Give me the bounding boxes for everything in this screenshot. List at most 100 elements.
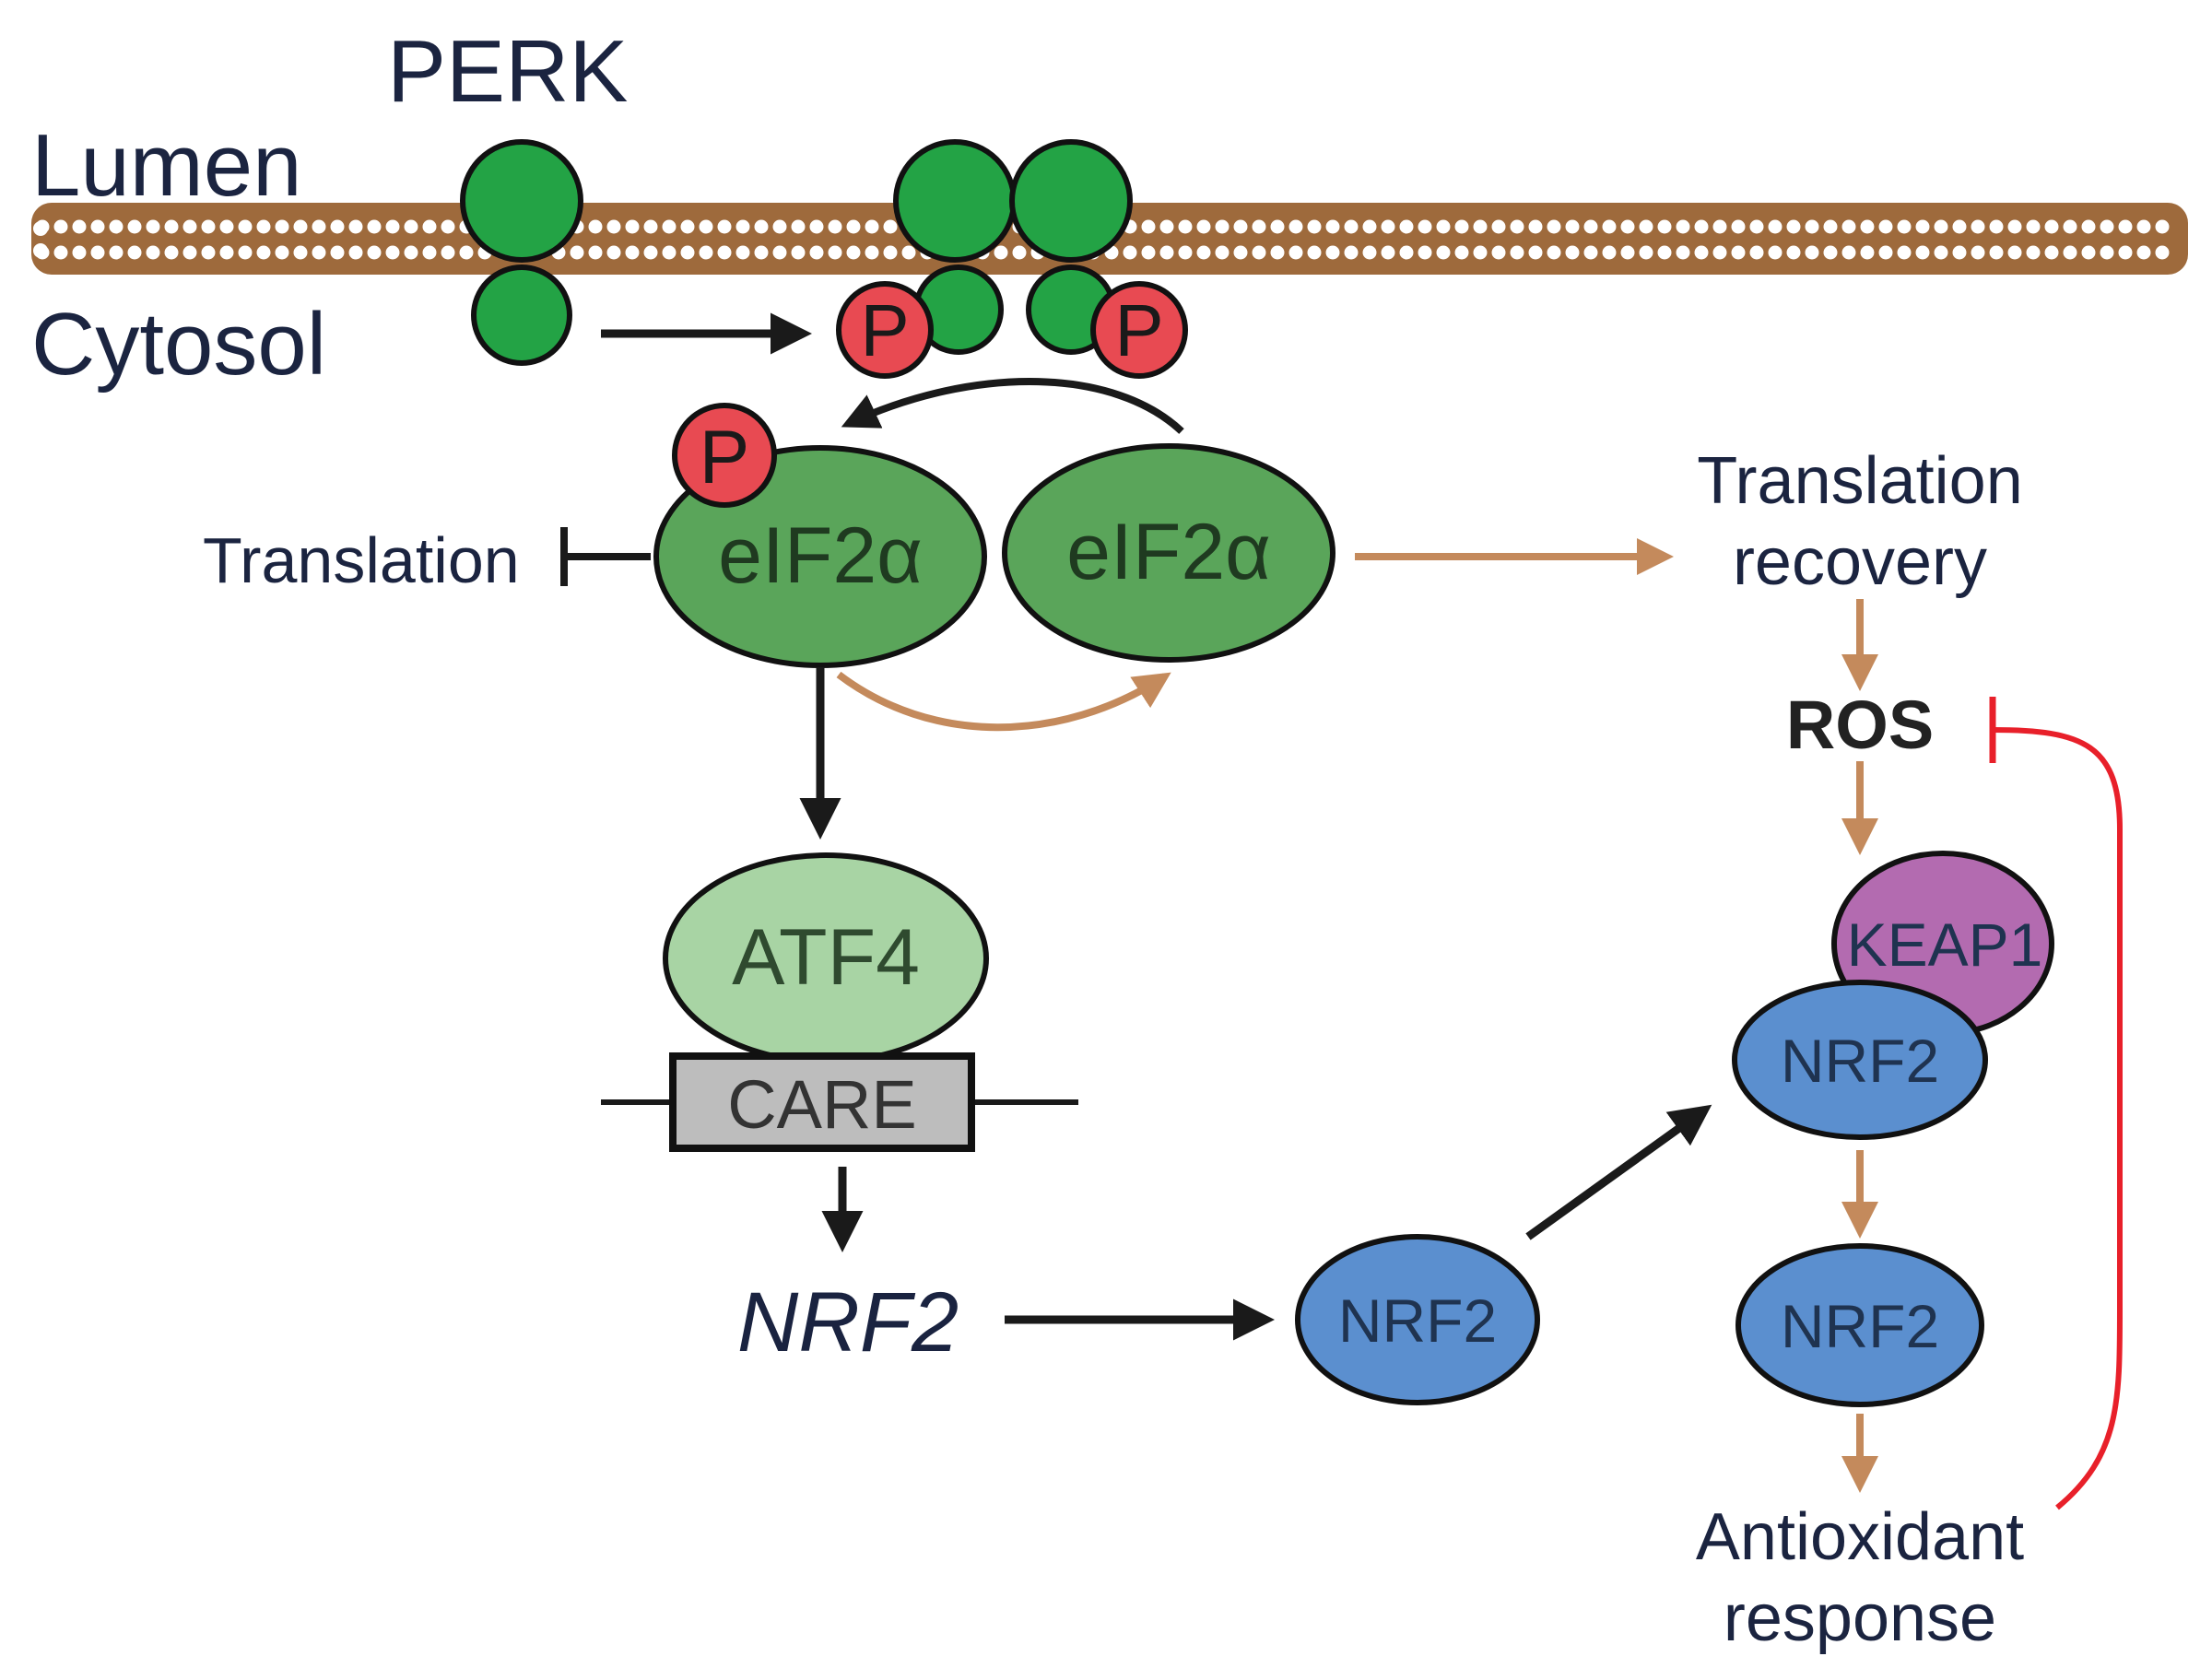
lipid-head: [1694, 245, 1709, 260]
lipid-head: [1547, 219, 1561, 234]
lipid-head: [2136, 245, 2151, 260]
lipid-head: [1510, 219, 1524, 234]
lipid-head: [1325, 245, 1340, 260]
lipid-head: [1252, 245, 1266, 260]
lipid-head: [330, 245, 345, 260]
lipid-head: [1712, 219, 1727, 234]
lipid-head: [1952, 245, 1967, 260]
lipid-head: [828, 219, 842, 234]
lipid-head: [201, 245, 216, 260]
lipid-head: [1989, 245, 2004, 260]
lipid-head: [1510, 245, 1524, 260]
lipid-head: [1602, 245, 1617, 260]
lipid-head: [1971, 245, 1985, 260]
lipid-head: [201, 219, 216, 234]
lipid-head: [994, 245, 1008, 260]
atf4-label: ATF4: [732, 913, 920, 1002]
lipid-head: [441, 219, 455, 234]
lipid-head: [348, 219, 363, 234]
lipid-head: [1805, 219, 1819, 234]
lipid-head: [2118, 219, 2133, 234]
lipid-head: [2044, 245, 2059, 260]
lipid-head: [1989, 219, 2004, 234]
lipid-head: [883, 245, 898, 260]
lipid-head: [146, 245, 160, 260]
lipid-head: [1307, 245, 1322, 260]
lipid-head: [256, 245, 271, 260]
lipid-head: [1288, 219, 1303, 234]
lipid-head: [1381, 245, 1395, 260]
phosphorylation-arrow: [841, 378, 1184, 434]
lipid-head: [1344, 219, 1359, 234]
translation-inhibition-bar: [560, 527, 651, 586]
lipid-head: [1712, 245, 1727, 260]
svg-text:P: P: [1114, 289, 1163, 371]
lipid-head: [1325, 219, 1340, 234]
lipid-head: [1583, 219, 1598, 234]
lipid-head: [570, 245, 584, 260]
lipid-head: [901, 245, 916, 260]
lipid-head: [312, 245, 326, 260]
lipid-head: [72, 245, 87, 260]
lipid-head: [680, 219, 695, 234]
lipid-head: [1418, 245, 1432, 260]
lipid-head: [109, 219, 124, 234]
lipid-head: [1602, 219, 1617, 234]
lipid-head: [1952, 219, 1967, 234]
lipid-head: [1233, 219, 1248, 234]
lipid-head: [1915, 245, 1930, 260]
perk-label: PERK: [387, 22, 628, 121]
lipid-head: [1768, 219, 1783, 234]
lipid-head: [662, 219, 677, 234]
nrf2-keap1-bound: NRF2: [1732, 980, 1988, 1140]
lipid-head: [1841, 245, 1856, 260]
lipid-head: [717, 219, 732, 234]
lumen-label: Lumen: [31, 116, 302, 215]
lipid-head: [1159, 245, 1174, 260]
lipid-head: [1731, 245, 1746, 260]
lipid-head: [1270, 245, 1285, 260]
lipid-head: [275, 245, 289, 260]
lipid-head: [699, 245, 713, 260]
lipid-head: [865, 219, 879, 234]
lipid-head: [1897, 219, 1912, 234]
keap1-label: KEAP1: [1847, 910, 2043, 979]
lipid-head: [293, 245, 308, 260]
lipid-head: [1491, 219, 1506, 234]
lipid-head: [2063, 245, 2077, 260]
lipid-head: [1915, 219, 1930, 234]
lipid-head: [1860, 245, 1875, 260]
lipid-head: [385, 245, 400, 260]
lipid-head: [1436, 219, 1451, 234]
lipid-head: [385, 219, 400, 234]
lipid-head: [662, 245, 677, 260]
lipid-head: [865, 245, 879, 260]
lipid-head: [1731, 219, 1746, 234]
lipid-head: [53, 245, 68, 260]
lipid-head: [1823, 219, 1838, 234]
lipid-head: [1418, 219, 1432, 234]
nrf2-to-keap1-complex-arrow: [1525, 1104, 1712, 1240]
lipid-head: [256, 219, 271, 234]
lipid-head: [1399, 245, 1414, 260]
lipid-head: [127, 219, 142, 234]
lipid-head: [1491, 245, 1506, 260]
lipid-head: [2155, 245, 2170, 260]
lipid-head: [2026, 219, 2041, 234]
eif2a: eIF2α: [1002, 443, 1335, 663]
lipid-head: [219, 245, 234, 260]
ros-label: ROS: [1786, 687, 1934, 763]
antioxidant-label-line1: Antioxidant: [1696, 1500, 2024, 1574]
lipid-head: [53, 219, 68, 234]
lipid-head: [1749, 219, 1764, 234]
lipid-head: [1565, 245, 1580, 260]
lipid-head: [1547, 245, 1561, 260]
lipid-head: [127, 245, 142, 260]
eif2a-label: eIF2α: [1066, 508, 1271, 596]
perk-monomer: [460, 139, 583, 366]
eif2a-phosphorylated-label: eIF2α: [718, 511, 923, 600]
lipid-head: [1233, 245, 1248, 260]
nrf2-cytosolic: NRF2: [1295, 1234, 1540, 1405]
lipid-head: [459, 245, 474, 260]
